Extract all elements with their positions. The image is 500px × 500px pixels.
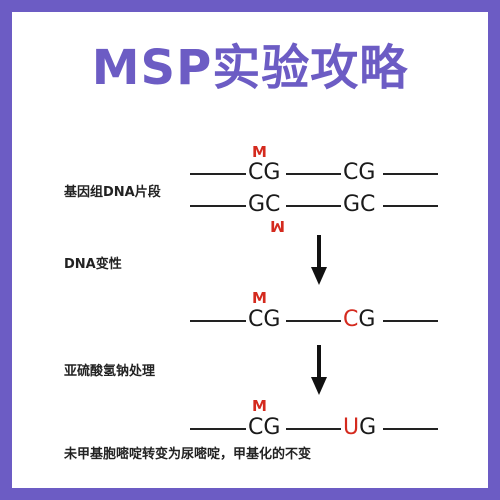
cpg-site-methylated: CG [248,307,281,332]
down-arrow-icon [311,235,327,285]
cpg-site-methylated: CG [248,160,281,185]
strand-line [383,428,438,430]
strand-line [286,320,341,322]
strand-line [383,320,438,322]
down-arrow-icon [311,345,327,395]
label-dna-denature: DNA变性 [64,257,122,272]
label-conclusion: 未甲基胞嘧啶转变为尿嘧啶，甲基化的不变 [64,447,312,462]
strand-line [383,173,438,175]
cytosine-unmethylated: C [343,307,359,332]
label-genomic-fragment: 基因组DNA片段 [64,185,161,200]
cpg-site-unmethylated: CG [343,307,375,333]
guanine: G [359,415,377,440]
cpg-site-methylated: CG [248,415,281,440]
strand-line [190,173,246,175]
strand-line [190,320,246,322]
methyl-mark-top: M [252,289,267,307]
strand-line [190,205,246,207]
cpg-site: CG [343,160,376,185]
gpc-site: GC [343,192,376,217]
uracil-converted: U [343,415,360,440]
strand-line [286,428,341,430]
ug-site-converted: UG [343,415,376,441]
methyl-mark-bottom: M [270,217,285,235]
methyl-mark-top: M [252,143,267,161]
gpc-site-methylated: GC [248,192,281,217]
label-bisulfite-treatment: 亚硫酸氢钠处理 [64,364,156,379]
strand-line [286,173,341,175]
strand-line [383,205,438,207]
strand-line [190,428,246,430]
methyl-mark-top: M [252,397,267,415]
strand-line [286,205,341,207]
guanine: G [358,307,376,332]
page-title: MSP实验攻略 [91,40,409,96]
